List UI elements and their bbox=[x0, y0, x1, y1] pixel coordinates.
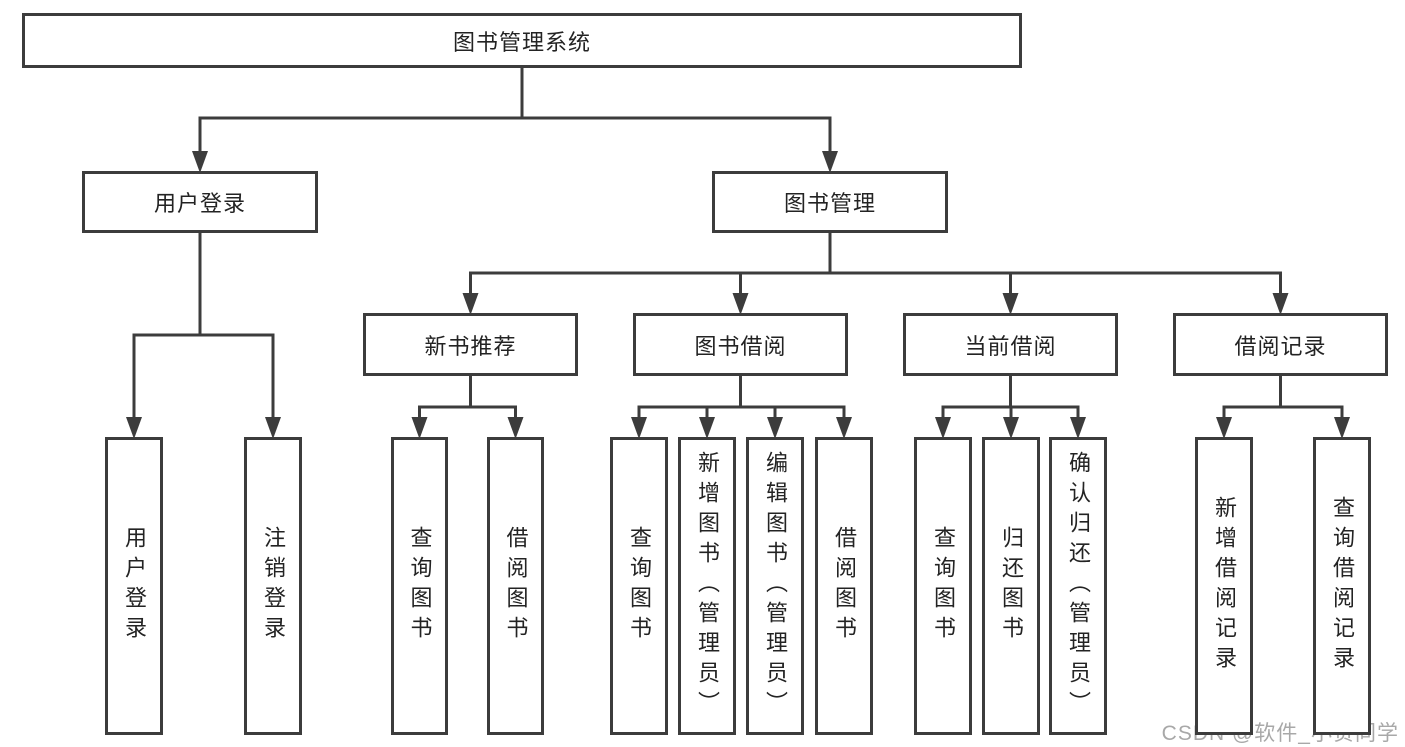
node-leaf-bb-add: 新增图书（管理员） bbox=[678, 437, 736, 735]
node-label: 图书借阅 bbox=[694, 333, 787, 359]
node-newbook: 新书推荐 bbox=[363, 313, 578, 376]
node-leaf-bb-query: 查询图书 bbox=[610, 437, 668, 735]
node-label: 归还图书 bbox=[999, 526, 1024, 646]
node-label: 查询图书 bbox=[931, 526, 956, 646]
node-label: 查询图书 bbox=[407, 526, 433, 646]
node-label: 编辑图书（管理员） bbox=[763, 451, 788, 721]
node-label: 借阅记录 bbox=[1234, 333, 1327, 359]
node-label: 查询借阅记录 bbox=[1330, 496, 1355, 676]
node-label: 图书管理系统 bbox=[452, 29, 591, 55]
node-current: 当前借阅 bbox=[903, 313, 1118, 376]
node-records: 借阅记录 bbox=[1173, 313, 1388, 376]
node-leaf-cb-query: 查询图书 bbox=[914, 437, 972, 735]
node-label: 用户登录 bbox=[153, 191, 246, 216]
node-leaf-cb-confirm: 确认归还（管理员） bbox=[1049, 437, 1107, 735]
node-label: 用户登录 bbox=[122, 526, 147, 646]
node-login: 用户登录 bbox=[82, 171, 318, 233]
node-label: 当前借阅 bbox=[964, 333, 1057, 359]
node-label: 借阅图书 bbox=[832, 526, 857, 646]
node-root: 图书管理系统 bbox=[22, 13, 1022, 68]
node-label: 查询图书 bbox=[627, 526, 652, 646]
node-leaf-logout: 注销登录 bbox=[244, 437, 302, 735]
node-leaf-br-add: 新增借阅记录 bbox=[1195, 437, 1253, 735]
node-borrow: 图书借阅 bbox=[633, 313, 848, 376]
node-label: 新增图书（管理员） bbox=[695, 451, 720, 721]
node-leaf-br-query: 查询借阅记录 bbox=[1313, 437, 1371, 735]
node-leaf-bb-edit: 编辑图书（管理员） bbox=[746, 437, 804, 735]
node-label: 新书推荐 bbox=[424, 333, 517, 359]
node-label: 注销登录 bbox=[261, 526, 286, 646]
node-label: 借阅图书 bbox=[503, 526, 529, 646]
node-leaf-nb-query: 查询图书 bbox=[391, 437, 448, 735]
node-leaf-bb-borrow: 借阅图书 bbox=[815, 437, 873, 735]
node-label: 图书管理 bbox=[783, 191, 876, 216]
node-leaf-nb-borrow: 借阅图书 bbox=[487, 437, 544, 735]
node-leaf-cb-return: 归还图书 bbox=[982, 437, 1040, 735]
node-label: 确认归还（管理员） bbox=[1066, 451, 1091, 721]
node-leaf-login: 用户登录 bbox=[105, 437, 163, 735]
node-label: 新增借阅记录 bbox=[1212, 496, 1237, 676]
node-mgmt: 图书管理 bbox=[712, 171, 948, 233]
